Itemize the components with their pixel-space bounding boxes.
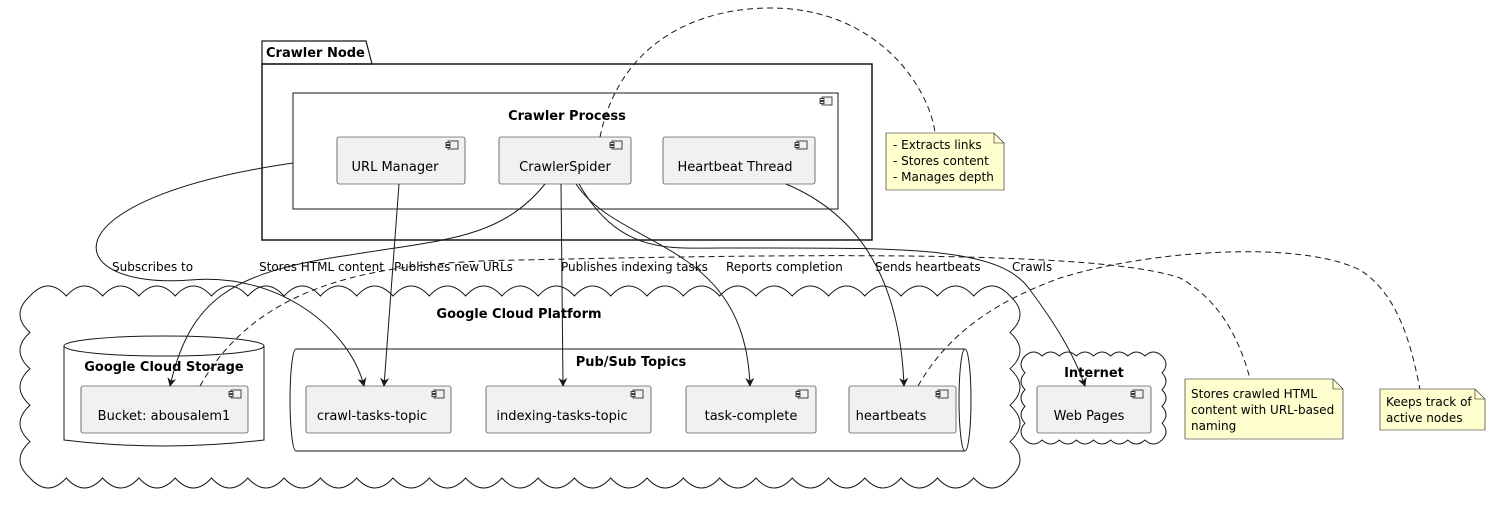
edge-subscribes (95, 162, 367, 387)
url-manager-box: URL Manager (336, 136, 466, 185)
label-subscribes: Subscribes to (112, 260, 193, 274)
heartbeats-topic-box: heartbeats (848, 385, 957, 434)
crawler-spider-label: CrawlerSpider (519, 160, 611, 175)
note-storage: Stores crawled HTML content with URL-bas… (199, 255, 1344, 440)
component-icon (630, 389, 644, 399)
crawler-node-package: Crawler Node (261, 40, 873, 241)
note-storage-line-2: content with URL-based (1191, 403, 1334, 417)
edges (95, 162, 1087, 387)
indexing-tasks-topic-label: indexing-tasks-topic (496, 409, 627, 424)
component-icon (445, 140, 459, 150)
label-crawls: Crawls (1012, 260, 1052, 274)
component-icon (431, 389, 445, 399)
crawl-tasks-topic-label: crawl-tasks-topic (317, 409, 427, 424)
component-icon (795, 389, 809, 399)
edge-publishes-urls (380, 183, 400, 387)
crawler-node-title: Crawler Node (266, 46, 365, 61)
crawler-spider-box: CrawlerSpider (498, 136, 632, 185)
note-connector (917, 251, 1421, 390)
note-spider-line-2: - Stores content (893, 154, 989, 168)
label-publishes-urls: Publishes new URLs (394, 260, 513, 274)
note-heartbeats-line-1: Keeps track of (1386, 395, 1472, 409)
note-spider: - Extracts links - Stores content - Mana… (599, 7, 1005, 191)
edge-stores-html (167, 183, 546, 387)
web-pages-label: Web Pages (1054, 409, 1125, 424)
heartbeats-topic-label: heartbeats (856, 409, 927, 424)
note-connector (599, 7, 936, 138)
internet-title: Internet (1064, 366, 1124, 381)
label-reports-completion: Reports completion (726, 260, 843, 274)
web-pages-box: Web Pages (1036, 385, 1152, 434)
heartbeat-thread-box: Heartbeat Thread (662, 136, 816, 185)
url-manager-label: URL Manager (352, 160, 440, 175)
label-stores-html: Stores HTML content (259, 260, 384, 274)
edge-sends-heartbeats (785, 183, 909, 387)
component-icon (819, 96, 833, 106)
note-heartbeats-line-2: active nodes (1386, 411, 1463, 425)
indexing-tasks-topic-box: indexing-tasks-topic (485, 385, 652, 434)
edge-crawls (578, 183, 1087, 387)
component-icon (935, 389, 949, 399)
component-icon (794, 140, 808, 150)
component-icon (1130, 389, 1144, 399)
note-storage-line-1: Stores crawled HTML (1191, 387, 1317, 401)
bucket-label: Bucket: abousalem1 (98, 409, 231, 424)
crawl-tasks-topic-box: crawl-tasks-topic (305, 385, 452, 434)
component-icon (228, 389, 242, 399)
note-storage-line-3: naming (1191, 419, 1236, 433)
note-spider-line-3: - Manages depth (893, 170, 994, 184)
note-spider-line-1: - Extracts links (893, 138, 982, 152)
component-icon (609, 140, 623, 150)
crawler-process-title: Crawler Process (508, 109, 626, 124)
note-connector (199, 255, 1251, 387)
label-sends-heartbeats: Sends heartbeats (875, 260, 981, 274)
label-publishes-indexing: Publishes indexing tasks (561, 260, 708, 274)
heartbeat-thread-label: Heartbeat Thread (677, 160, 792, 175)
task-complete-box: task-complete (685, 385, 817, 434)
gcp-title: Google Cloud Platform (436, 307, 601, 322)
edge-labels: Subscribes to Stores HTML content Publis… (112, 260, 1052, 274)
pubsub-title: Pub/Sub Topics (576, 355, 687, 370)
gcs-title: Google Cloud Storage (84, 360, 244, 375)
edge-reports-completion (575, 183, 755, 387)
bucket-box: Bucket: abousalem1 (80, 385, 249, 434)
note-heartbeats: Keeps track of active nodes (917, 251, 1486, 431)
task-complete-label: task-complete (705, 409, 798, 424)
edge-publishes-indexing (558, 183, 568, 387)
